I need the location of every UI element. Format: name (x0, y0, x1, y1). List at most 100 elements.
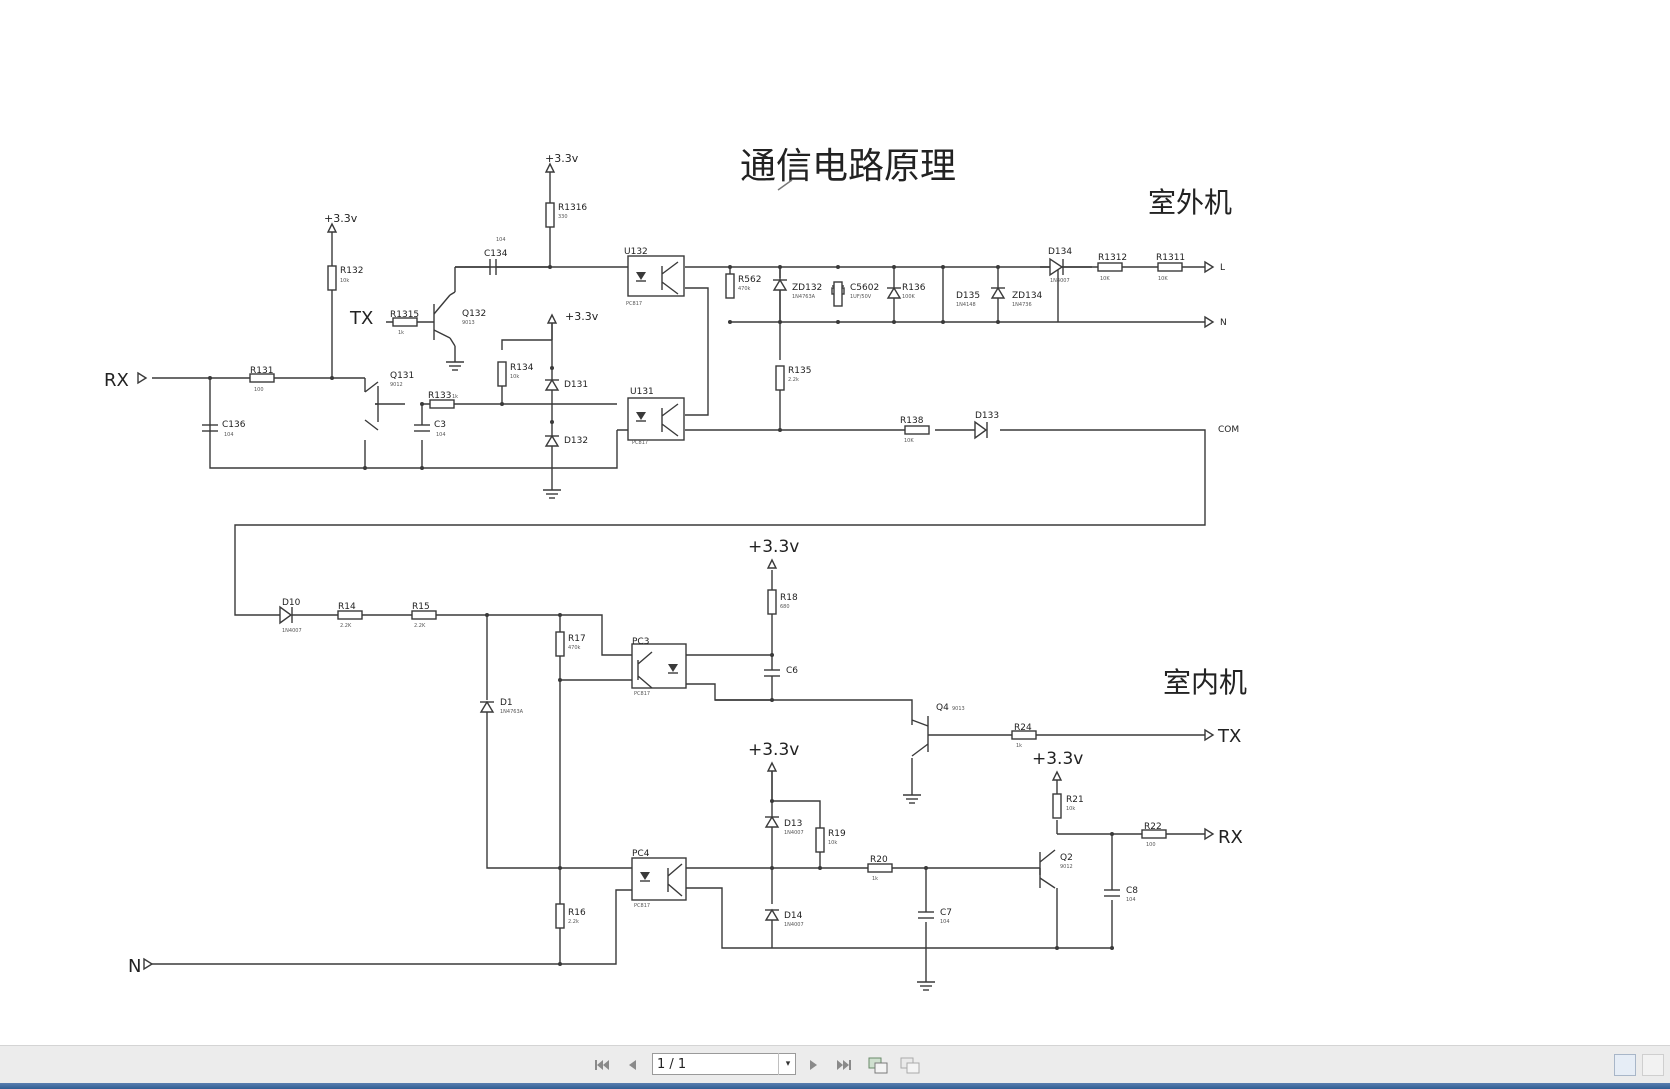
resistor-r132 (327, 265, 337, 291)
resistor-r1311 (1157, 262, 1183, 272)
ref-u132: U132 (624, 247, 648, 257)
val-c8: 104 (1126, 897, 1136, 903)
previous-page-icon[interactable] (620, 1054, 644, 1076)
ref-r133: R133 (428, 391, 451, 401)
resistor-r24 (1011, 730, 1037, 740)
ref-pc4: PC4 (632, 849, 650, 859)
first-page-icon[interactable] (590, 1054, 614, 1076)
resistor-r15 (411, 610, 437, 620)
optocoupler-u132 (627, 255, 685, 297)
resistor-r19 (815, 827, 825, 853)
val-r136: 100K (902, 294, 916, 300)
val-c136: 104 (224, 432, 234, 438)
ref-r1312: R1312 (1098, 253, 1127, 263)
communication-circuit-schematic: 通信电路原理 室外机 室内机 (104, 146, 1247, 991)
val-r14: 2.2K (340, 623, 352, 629)
supply-label: +3.3v (324, 212, 358, 225)
ref-d133: D133 (975, 411, 999, 421)
val-r138: 10K (904, 438, 914, 444)
chevron-down-icon[interactable]: ▾ (778, 1053, 797, 1075)
ref-r132: R132 (340, 266, 363, 276)
ref-r135: R135 (788, 366, 811, 376)
val-q2: 9012 (1060, 864, 1073, 870)
ref-d1: D1 (500, 698, 513, 708)
val-d135: 1N4148 (956, 302, 976, 308)
transistor-q132 (433, 294, 451, 340)
resistor-r20 (867, 863, 893, 873)
net-label-rx-indoor: RX (1218, 827, 1243, 848)
diode-d13 (764, 815, 780, 828)
resistor-r22 (1141, 829, 1167, 839)
ref-r14: R14 (338, 602, 356, 612)
val-r134: 10k (510, 374, 519, 380)
val-zd134: 1N4736 (1012, 302, 1032, 308)
val-r21: 10k (1066, 806, 1075, 812)
zener-zd134 (990, 286, 1006, 299)
page-number-input[interactable]: 1 / 1 (652, 1053, 796, 1075)
transistor-q4 (911, 716, 929, 757)
last-page-icon[interactable] (832, 1054, 856, 1076)
diode-d133 (974, 420, 988, 440)
view-mode-icon[interactable] (898, 1054, 922, 1076)
resistor-r133 (429, 399, 455, 409)
capacitor-c6 (764, 669, 780, 677)
val-u132: PC817 (626, 301, 642, 307)
resistor-r17 (555, 631, 565, 657)
val-pc4: PC817 (634, 903, 650, 909)
diode-d131 (544, 378, 560, 391)
diode-d14 (764, 908, 780, 921)
terminal-n-indoor (143, 957, 154, 971)
ref-r1315: R1315 (390, 310, 419, 320)
val-r131: 100 (254, 387, 264, 393)
ref-q132: Q132 (462, 309, 486, 319)
copy-page-icon[interactable] (866, 1054, 890, 1076)
viewer-toolbar (0, 1045, 1670, 1084)
val-r17: 470k (568, 645, 581, 651)
ref-r22: R22 (1144, 822, 1162, 832)
capacitor-c3 (414, 424, 430, 432)
single-page-view-icon[interactable] (1614, 1054, 1636, 1076)
ref-c6: C6 (786, 666, 798, 676)
ref-c7: C7 (940, 908, 952, 918)
ref-c3: C3 (434, 420, 446, 430)
diagram-title: 通信电路原理 (740, 146, 956, 187)
val-c5602: 1UF/50V (850, 294, 872, 300)
val-q131: 9012 (390, 382, 403, 388)
ref-r16: R16 (568, 908, 586, 918)
ref-r17: R17 (568, 634, 586, 644)
ref-r18: R18 (780, 593, 798, 603)
cursor-mark (777, 179, 793, 191)
resistor-r134 (497, 361, 507, 387)
val-q4: 9013 (952, 706, 965, 712)
ref-q4: Q4 (936, 703, 949, 713)
ref-r24: R24 (1014, 723, 1032, 733)
terminal-n-outdoor (1204, 315, 1215, 329)
val-r133: 1k (452, 394, 458, 400)
val-zd132: 1N4763A (792, 294, 816, 300)
resistor-r138 (904, 425, 930, 435)
supply-label: +3.3v (565, 310, 599, 323)
val-c3: 104 (436, 432, 446, 438)
transistor-q2 (1039, 849, 1056, 889)
optocoupler-pc3 (631, 643, 687, 689)
resistor-r131 (249, 373, 275, 383)
resistor-r1316 (545, 202, 555, 228)
capacitor-c136 (202, 424, 218, 432)
capacitor-c8 (1104, 889, 1120, 897)
terminal-rx-outdoor (137, 371, 148, 385)
two-page-view-icon[interactable] (1642, 1054, 1664, 1076)
next-page-icon[interactable] (802, 1054, 826, 1076)
optocoupler-pc4 (631, 857, 687, 901)
ref-d14: D14 (784, 911, 803, 921)
val-d1: 1N4763A (500, 709, 524, 715)
val-d10: 1N4007 (282, 628, 302, 634)
resistor-r18 (767, 589, 777, 615)
resistor-r21 (1052, 793, 1062, 819)
terminal-l (1204, 260, 1215, 274)
val-r132: 10k (340, 278, 349, 284)
val-r16: 2.2k (568, 919, 579, 925)
ref-q131: Q131 (390, 371, 414, 381)
net-label-tx-outdoor: TX (349, 308, 373, 329)
val-r1312: 10K (1100, 276, 1110, 282)
net-label-n-outdoor: N (1220, 318, 1227, 328)
